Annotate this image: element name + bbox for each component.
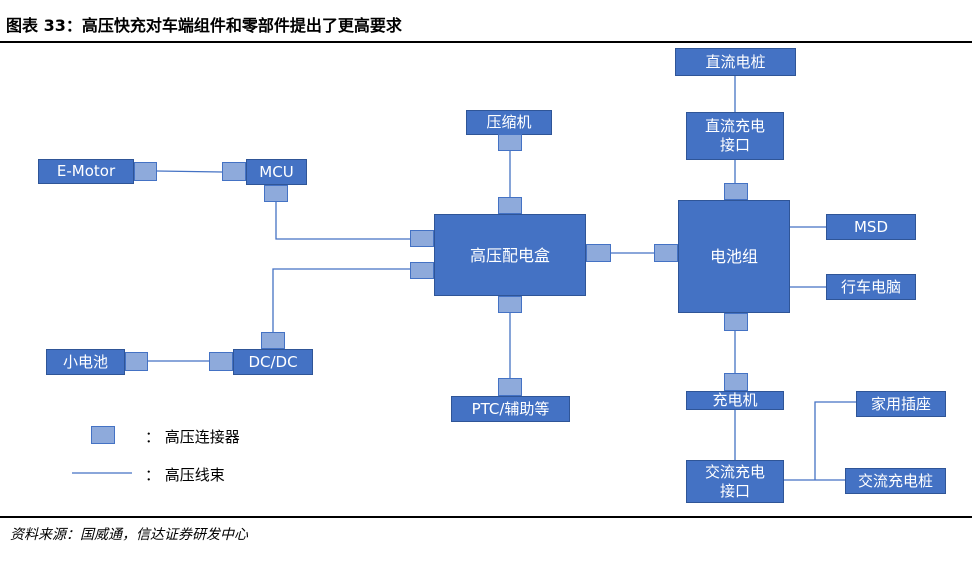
vehicle-computer: 行车电脑: [826, 274, 916, 300]
top-rule: [0, 41, 972, 43]
wire-home-socket: [814, 401, 856, 480]
mcu: MCU: [246, 159, 307, 185]
ac-charging-pile: 交流充电桩: [845, 468, 946, 494]
bottom-rule: [0, 516, 972, 518]
compressor: 压缩机: [466, 110, 552, 135]
connector-pdu-top: [498, 197, 522, 214]
ac-charging-port: 交流充电 接口: [686, 460, 784, 503]
connector-charger: [724, 373, 748, 391]
connector-dcport-bottom: [724, 183, 748, 200]
dc-charging-port: 直流充电 接口: [686, 112, 784, 160]
connector-dcdc-top: [261, 332, 285, 349]
e-motor: E-Motor: [38, 159, 134, 184]
connector-small-battery: [125, 352, 148, 371]
connector-mcu-left: [222, 162, 246, 181]
ptc-auxiliary: PTC/辅助等: [451, 396, 570, 422]
legend-harness-label: ： 高压线束: [145, 466, 225, 484]
wire-mcu-pdu: [275, 201, 410, 240]
connector-compressor: [498, 134, 522, 151]
connector-pdu-left-top: [410, 230, 434, 247]
msd: MSD: [826, 214, 916, 240]
connector-pdu-right: [586, 244, 611, 262]
dc-dc: DC/DC: [233, 349, 313, 375]
legend-connector-swatch: [91, 426, 115, 444]
dc-charging-pile: 直流电桩: [675, 48, 796, 76]
charger: 充电机: [686, 391, 784, 410]
wire-dcdc-pdu: [272, 268, 410, 332]
hv-distribution-box: 高压配电盒: [434, 214, 586, 296]
source-note: 资料来源：国威通，信达证券研发中心: [10, 527, 248, 543]
connector-ptc: [498, 378, 522, 396]
connector-battery-bottom: [724, 313, 748, 331]
connector-battery-left: [654, 244, 678, 262]
connector-emotor: [134, 162, 157, 181]
home-socket: 家用插座: [856, 391, 946, 417]
connector-pdu-bottom: [498, 296, 522, 313]
legend-connector-label: ： 高压连接器: [145, 428, 240, 446]
connector-mcu-bottom: [264, 185, 288, 202]
connector-dcdc-left: [209, 352, 233, 371]
connector-pdu-left-bottom: [410, 262, 434, 279]
wire-emotor-mcu: [156, 170, 223, 173]
small-battery: 小电池: [46, 349, 125, 375]
figure-title: 图表 33：高压快充对车端组件和零部件提出了更高要求: [6, 16, 402, 35]
battery-pack: 电池组: [678, 200, 790, 313]
